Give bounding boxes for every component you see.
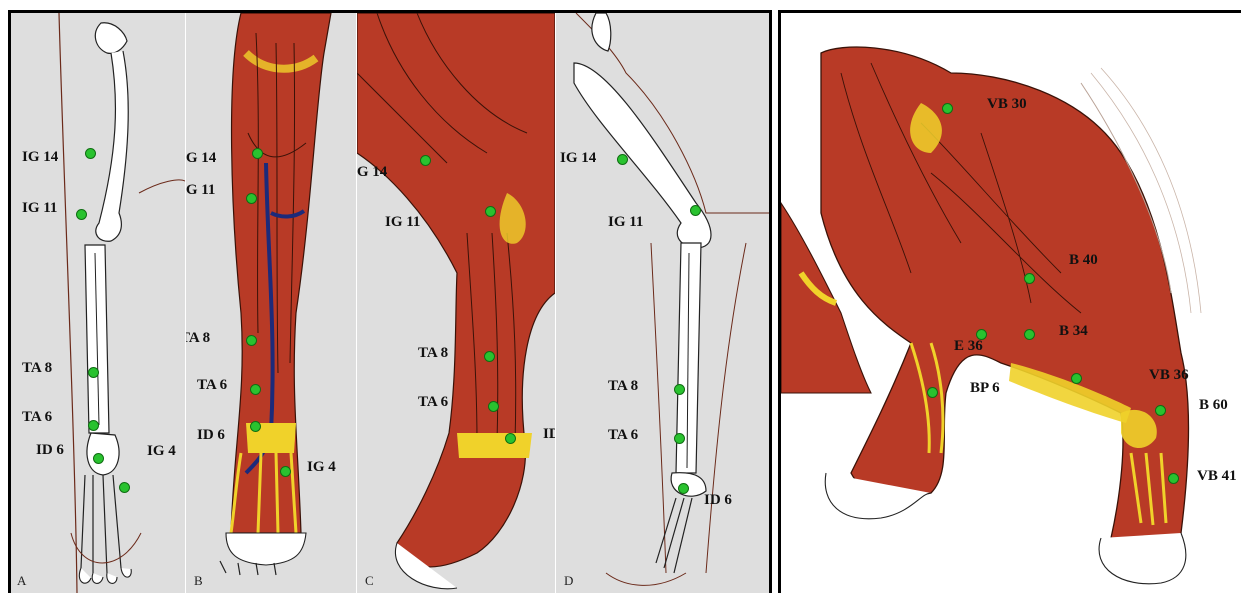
point-label-b40: B 40	[1069, 253, 1098, 268]
acupoint-id6	[678, 483, 689, 494]
panel-d-drawing	[556, 13, 769, 593]
point-label-ta8: TA 8	[22, 361, 52, 376]
panel-d-letter: D	[564, 574, 573, 587]
acupoint-vb36	[1071, 373, 1082, 384]
panel-b-drawing	[186, 13, 356, 593]
point-label-ta6: TA 6	[197, 378, 227, 393]
panel-hind-limb: VB 30 B 40 B 34 E 36 BP 6 VB 36 B 60 VB …	[781, 13, 1241, 593]
acupoint-ta8	[674, 384, 685, 395]
frame-left-right	[769, 10, 772, 593]
point-label-vb30: VB 30	[987, 97, 1027, 112]
point-label-ig4: IG 4	[307, 460, 336, 475]
point-label-vb41: VB 41	[1197, 469, 1237, 484]
panel-a: A IG 14 IG 11 TA 8 TA 6 ID 6 IG 4	[11, 13, 185, 593]
acupoint-ta6	[88, 420, 99, 431]
acupoint-ig4	[280, 466, 291, 477]
acupoint-ig11	[690, 205, 701, 216]
acupoint-ta8	[246, 335, 257, 346]
acupoint-ig4	[119, 482, 130, 493]
point-label-b60: B 60	[1199, 398, 1228, 413]
panel-a-drawing	[11, 13, 185, 593]
acupoint-ta6	[488, 401, 499, 412]
point-label-ta6: TA 6	[22, 410, 52, 425]
panel-c: C IG 14 IG 11 TA 8 TA 6 ID 6	[357, 13, 555, 593]
point-label-ig4: IG 4	[147, 444, 176, 459]
point-label-ig11: IG 11	[186, 183, 215, 198]
point-label-ig11: IG 11	[385, 215, 420, 230]
acupoint-id6	[93, 453, 104, 464]
acupoint-b60	[1155, 405, 1166, 416]
point-label-id6: ID 6	[197, 428, 225, 443]
panel-c-drawing	[357, 13, 555, 593]
acupoint-id6	[250, 421, 261, 432]
acupoint-ta8	[484, 351, 495, 362]
acupoint-ig11	[246, 193, 257, 204]
point-label-id6: ID 6	[704, 493, 732, 508]
acupoint-ig11	[76, 209, 87, 220]
acupoint-ta6	[674, 433, 685, 444]
point-label-ig14: IG 14	[560, 151, 596, 166]
point-label-ta8: TA 8	[418, 346, 448, 361]
acupoint-b34	[1024, 329, 1035, 340]
point-label-ig14: IG 14	[186, 151, 216, 166]
acupoint-ta6	[250, 384, 261, 395]
point-label-ig14: IG 14	[357, 165, 387, 180]
point-label-ta6: TA 6	[418, 395, 448, 410]
point-label-ig14: IG 14	[22, 150, 58, 165]
point-label-ig11: IG 11	[22, 201, 57, 216]
panel-c-letter: C	[365, 574, 374, 587]
point-label-b34: B 34	[1059, 324, 1088, 339]
point-label-id6: ID 6	[543, 427, 555, 442]
acupoint-ig14	[617, 154, 628, 165]
acupoint-ig14	[85, 148, 96, 159]
point-label-vb36: VB 36	[1149, 368, 1189, 383]
acupoint-vb30	[942, 103, 953, 114]
point-label-ta8: TA 8	[608, 379, 638, 394]
point-label-ta6: TA 6	[608, 428, 638, 443]
acupoint-ig14	[420, 155, 431, 166]
point-label-e36: E 36	[954, 339, 983, 354]
panel-a-letter: A	[17, 574, 26, 587]
acupoint-ig14	[252, 148, 263, 159]
acupoint-bp6	[927, 387, 938, 398]
acupoint-e36	[976, 329, 987, 340]
panel-b-letter: B	[194, 574, 203, 587]
point-label-bp6: BP 6	[970, 381, 1000, 396]
acupoint-b40	[1024, 273, 1035, 284]
point-label-ig11: IG 11	[608, 215, 643, 230]
panel-b: B IG 14 IG 11 TA 8 TA 6 ID 6 IG 4	[186, 13, 356, 593]
point-label-id6: ID 6	[36, 443, 64, 458]
point-label-ta8: TA 8	[186, 331, 210, 346]
acupoint-vb41	[1168, 473, 1179, 484]
acupoint-ta8	[88, 367, 99, 378]
panel-d: D IG 14 IG 11 TA 8 TA 6 ID 6	[556, 13, 769, 593]
acupoint-id6	[505, 433, 516, 444]
acupoint-ig11	[485, 206, 496, 217]
